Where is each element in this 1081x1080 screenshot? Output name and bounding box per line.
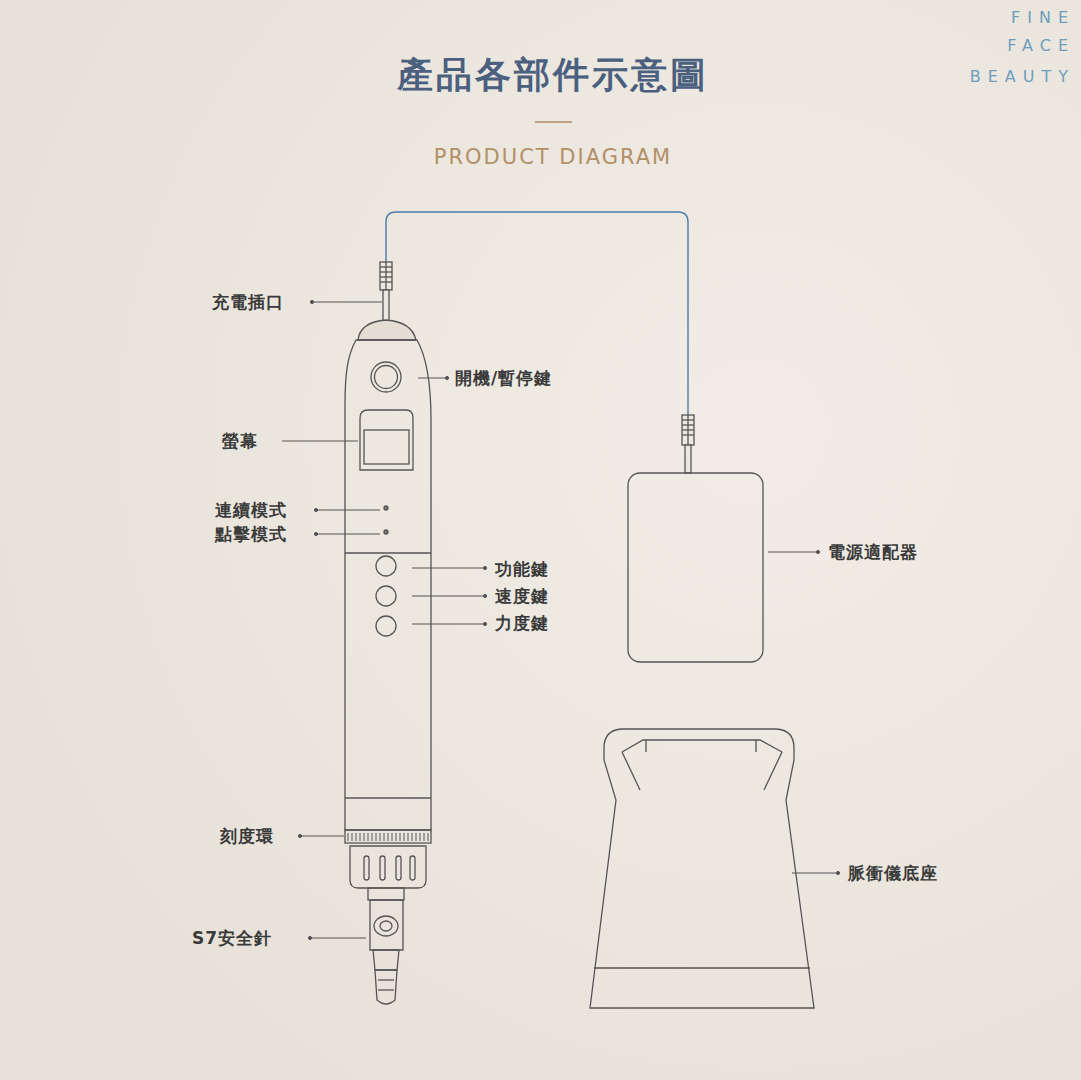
pen-body xyxy=(345,320,431,830)
safety-needle xyxy=(368,888,404,1004)
part-label: 開機/暫停鍵 xyxy=(455,368,552,388)
part-label: 刻度環 xyxy=(220,826,274,846)
power-adapter xyxy=(628,473,763,662)
part-label: 力度鍵 xyxy=(495,613,549,633)
part-label: 脈衝儀底座 xyxy=(848,863,938,883)
watermark: FACE xyxy=(1007,36,1075,55)
cable xyxy=(386,212,688,415)
watermark: BEAUTY xyxy=(970,67,1075,86)
watermark: FINE xyxy=(1011,8,1075,27)
part-label: 速度鍵 xyxy=(495,586,549,606)
part-label: 點擊模式 xyxy=(215,524,287,544)
pulse-base xyxy=(590,729,814,1008)
part-label: 功能鍵 xyxy=(495,559,549,579)
divider xyxy=(535,121,572,123)
title: 產品各部件示意圖 xyxy=(397,53,709,96)
ring-ticks xyxy=(348,833,428,841)
part-label: S7安全針 xyxy=(192,928,272,948)
knurled-nut xyxy=(350,846,426,888)
subtitle: PRODUCT DIAGRAM xyxy=(434,145,672,170)
adapter-plug xyxy=(682,415,694,473)
part-label: 充電插口 xyxy=(212,292,284,312)
pen-plug xyxy=(380,262,392,322)
leader-lines xyxy=(282,300,840,939)
graduation-ring xyxy=(345,830,431,843)
part-label: 電源適配器 xyxy=(828,542,918,562)
part-label: 連續模式 xyxy=(215,500,287,520)
part-label: 螢幕 xyxy=(222,431,258,451)
